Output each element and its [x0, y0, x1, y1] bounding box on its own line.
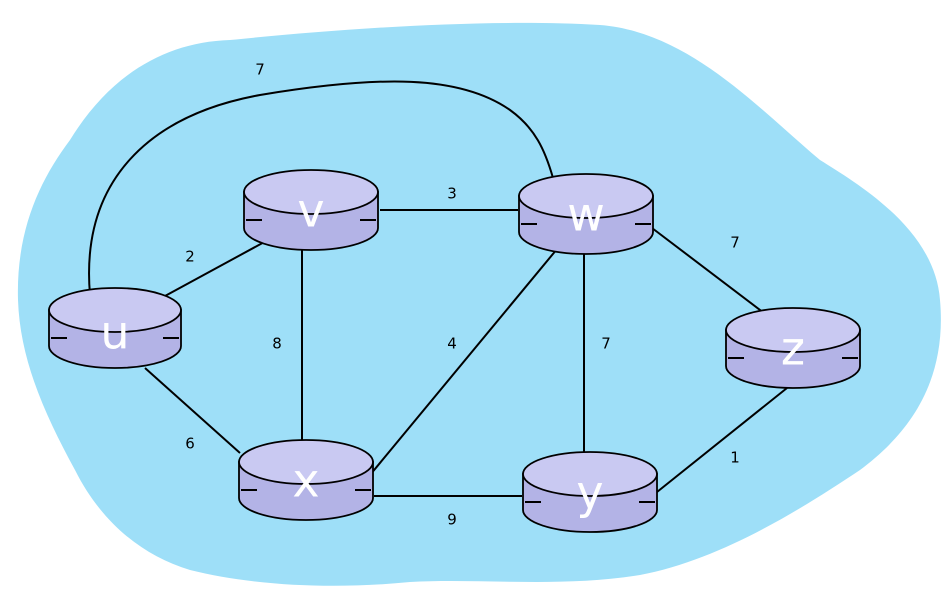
router-w: w [518, 173, 654, 255]
router-label-v: v [297, 184, 324, 238]
router-z: z [725, 307, 861, 389]
edge-w-z [651, 227, 769, 317]
router-label-u: u [100, 306, 129, 360]
edge-u-x [144, 367, 241, 454]
router-label-x: x [292, 454, 319, 508]
router-u: u [48, 287, 182, 369]
edge-y-z [656, 387, 788, 493]
edge-weight-x-w: 4 [447, 335, 457, 353]
router-v: v [243, 169, 379, 251]
network-cloud [17, 22, 941, 586]
edge-u-v [164, 239, 269, 297]
edge-weight-w-z: 7 [730, 234, 740, 252]
edge-weight-u-x: 6 [185, 435, 195, 453]
edge-weight-w-y: 7 [601, 335, 611, 353]
edge-weight-y-z: 1 [730, 449, 740, 467]
edge-u-w [88, 80, 554, 296]
router-label-y: y [576, 466, 603, 520]
edge-x-w [369, 242, 563, 476]
router-x: x [238, 439, 374, 521]
edge-weight-v-w: 3 [447, 185, 457, 203]
edge-weight-x-y: 9 [447, 511, 457, 529]
edge-weight-u-w: 7 [255, 61, 265, 79]
router-label-z: z [781, 322, 805, 376]
router-y: y [522, 451, 658, 533]
router-label-w: w [567, 188, 605, 242]
edge-weight-v-x: 8 [272, 335, 282, 353]
edge-weight-u-v: 2 [185, 248, 195, 266]
